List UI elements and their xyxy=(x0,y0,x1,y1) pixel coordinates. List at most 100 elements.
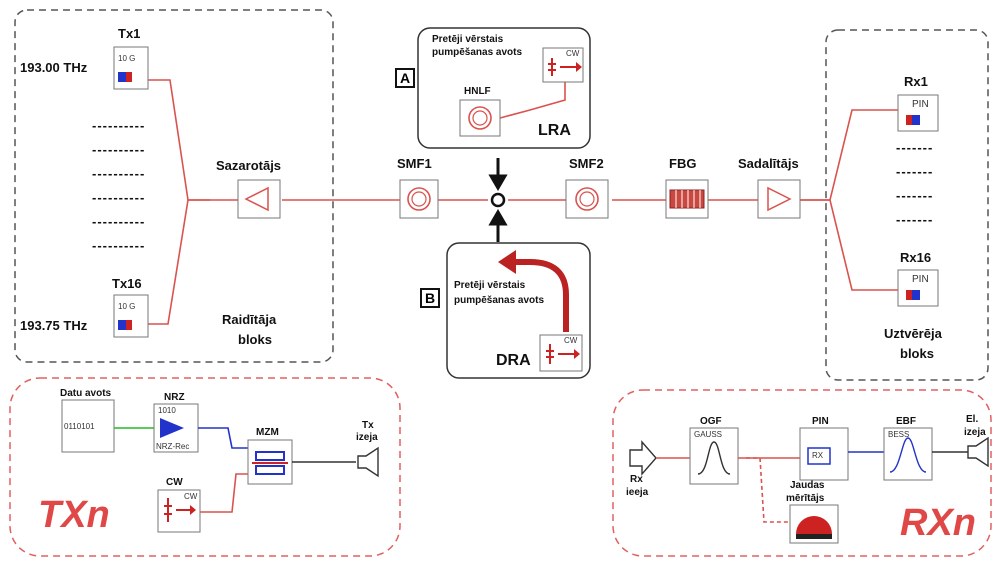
power-meter-gauge-icon xyxy=(796,516,832,534)
ebf-filter-icon xyxy=(889,437,927,473)
rx1-detector-blue xyxy=(912,115,920,125)
rx-in-label-2: ieeja xyxy=(626,487,649,498)
lra-tag: A xyxy=(395,68,415,88)
pin-inner: RX xyxy=(812,451,824,460)
rxn-block-border xyxy=(612,389,992,557)
el-out-label-2: izeja xyxy=(964,427,986,438)
link-cw-hnlf-lra xyxy=(499,78,566,119)
lra-cw-arrowhead xyxy=(576,62,582,72)
rx16-module-text: PIN xyxy=(912,274,929,285)
rx-dots-1: ------- xyxy=(896,140,934,155)
nrz-label: NRZ xyxy=(164,392,185,403)
rx-dots-2: ------- xyxy=(896,164,934,179)
splitter-label: Sadalītājs xyxy=(738,156,799,171)
smf2-coil-icon xyxy=(575,187,599,211)
pin-rx-icon xyxy=(807,447,831,465)
link-tx16-combiner xyxy=(146,199,238,325)
ebf-label: EBF xyxy=(896,416,916,427)
tx-dots-5: ---------- xyxy=(92,214,146,229)
data-source-bits: 0110101 xyxy=(64,422,95,431)
rx16-detector-blue xyxy=(912,290,920,300)
transmitter-block-border xyxy=(14,9,334,363)
rx16-detector-red xyxy=(906,290,912,300)
hnlf-box[interactable] xyxy=(459,99,501,137)
lra-cw-text: CW xyxy=(566,49,580,58)
tx1-label: Tx1 xyxy=(118,26,141,41)
tx16-module-text: 10 G xyxy=(118,302,136,311)
data-source-box[interactable] xyxy=(61,399,115,453)
power-meter-base xyxy=(796,534,832,539)
dra-box xyxy=(446,242,591,379)
tx16-frequency: 193.75 THz xyxy=(20,318,88,333)
dra-title-1: Pretēji vērstais xyxy=(454,280,526,291)
tx-dots-3: ---------- xyxy=(92,166,146,181)
link-nrz-mzm xyxy=(198,427,248,449)
coupler-node[interactable] xyxy=(490,192,506,208)
nrz-inner: 1010 xyxy=(158,406,176,415)
rx-block-label-1: Uztvērēja xyxy=(884,326,942,341)
cw-inner: CW xyxy=(184,492,198,501)
splitter-box[interactable] xyxy=(757,179,801,219)
smf2-label: SMF2 xyxy=(569,156,604,171)
link-splitter-rx16 xyxy=(800,199,900,291)
el-out-label-1: El. xyxy=(966,414,979,425)
hnlf-coil-inner xyxy=(472,110,488,126)
pin-label: PIN xyxy=(812,416,829,427)
rx-dots-4: ------- xyxy=(896,212,934,227)
txn-title: TXn xyxy=(38,494,110,536)
smf2-coil-inner xyxy=(579,191,595,207)
txn-block-border xyxy=(9,377,401,557)
dra-pump-arrowhead xyxy=(498,250,516,274)
rx-in-port-icon[interactable] xyxy=(629,440,657,476)
lra-name: LRA xyxy=(538,122,571,139)
dra-cw-arrowhead xyxy=(574,349,580,359)
dra-name: DRA xyxy=(496,352,531,369)
tx1-laser-red xyxy=(126,72,132,82)
smf1-label: SMF1 xyxy=(397,156,432,171)
ogf-label: OGF xyxy=(700,416,722,427)
link-ogf-meter xyxy=(746,457,790,523)
arrowhead-up xyxy=(488,209,508,226)
rx1-detector-red xyxy=(906,115,912,125)
tx-out-port-icon[interactable] xyxy=(357,446,379,478)
dra-pump-arrow xyxy=(510,259,569,332)
rx-block-label-2: bloks xyxy=(900,346,934,361)
dra-title-2: pumpēšanas avots xyxy=(454,295,545,306)
power-meter-label-2: mērītājs xyxy=(786,493,825,504)
lra-box xyxy=(417,27,591,149)
mzm-arm-bottom xyxy=(255,465,285,475)
dra-cw-laser-icon xyxy=(546,344,574,364)
smf1-box[interactable] xyxy=(399,179,439,219)
mzm-label: MZM xyxy=(256,427,279,438)
tx-dots-4: ---------- xyxy=(92,190,146,205)
combiner-icon xyxy=(244,186,269,212)
tx1-module-text: 10 G xyxy=(118,54,136,63)
smf1-coil-icon xyxy=(407,187,431,211)
tx-dots-2: ---------- xyxy=(92,142,146,157)
combiner-box[interactable] xyxy=(237,179,281,219)
tx-out-label-1: Tx xyxy=(362,420,374,431)
el-out-port-icon[interactable] xyxy=(967,436,989,468)
nrz-amp-icon xyxy=(160,418,184,438)
tx1-laser xyxy=(118,72,126,82)
tx-dots-6: ---------- xyxy=(92,238,146,253)
cw-arrowhead xyxy=(190,505,196,515)
rx1-label: Rx1 xyxy=(904,74,928,89)
cw-label: CW xyxy=(166,477,183,488)
tx-block-label-2: bloks xyxy=(238,332,272,347)
nrz-sublabel: NRZ-Rec xyxy=(156,442,190,451)
tx16-laser-red xyxy=(126,320,132,330)
cw-laser-icon xyxy=(164,498,190,522)
rx16-label: Rx16 xyxy=(900,250,932,265)
link-splitter-rx1 xyxy=(800,109,900,201)
smf2-box[interactable] xyxy=(565,179,609,219)
rxn-title: RXn xyxy=(900,502,976,544)
tx1-frequency: 193.00 THz xyxy=(20,60,88,75)
tx16-label: Tx16 xyxy=(112,276,142,291)
rx-dots-3: ------- xyxy=(896,188,934,203)
lra-title-1: Pretēji vērstais xyxy=(432,34,504,45)
arrowhead-down xyxy=(488,174,508,191)
power-meter-label-1: Jaudas xyxy=(790,480,825,491)
ogf-inner: GAUSS xyxy=(694,430,723,439)
dra-tag: B xyxy=(420,288,440,308)
